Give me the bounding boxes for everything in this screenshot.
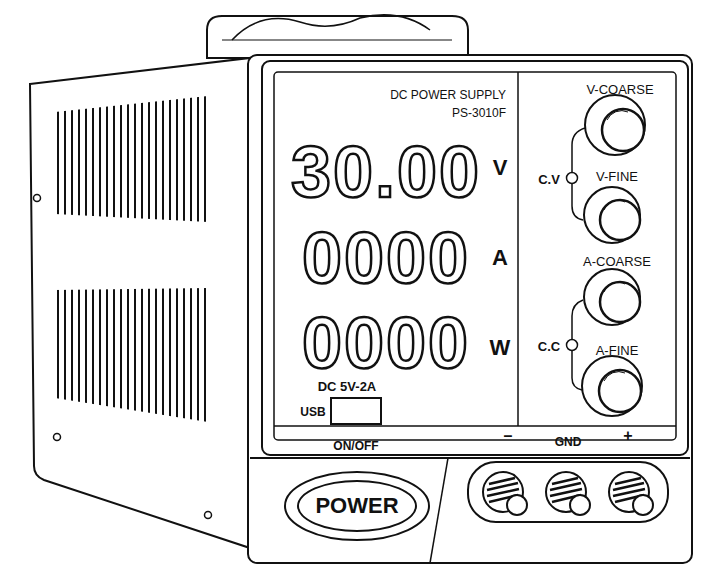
display-window: [274, 72, 676, 440]
divider: [250, 457, 690, 459]
port-label: USB: [300, 406, 325, 418]
mode-label: C.V: [538, 173, 560, 186]
indicator-led: [567, 340, 578, 351]
button-ring: [285, 472, 429, 540]
terminal-label: +: [623, 428, 632, 444]
unit-label: W: [490, 337, 511, 359]
control-knob: [584, 187, 640, 243]
control-knob: [584, 269, 640, 325]
screw: [205, 512, 212, 519]
knob-label: V-FINE: [596, 170, 638, 183]
power-readout: 0000: [302, 307, 470, 379]
screw: [54, 434, 61, 441]
switch-label: ON/OFF: [333, 440, 378, 452]
binding-post: [609, 472, 653, 515]
control-knob: [582, 356, 642, 416]
knob-label: A-COARSE: [583, 255, 651, 268]
usb-port: [331, 398, 381, 424]
unit-label: A: [492, 247, 508, 269]
binding-post: [483, 472, 527, 515]
knob-label: V-COARSE: [586, 83, 653, 96]
vent-slots: [55, 96, 208, 222]
power-button: POWER: [297, 480, 417, 532]
usb-rating: DC 5V-2A: [318, 380, 377, 393]
vent-slots: [55, 288, 208, 422]
terminal-label: –: [504, 428, 513, 444]
mode-label: C.C: [538, 340, 560, 353]
carry-handle: [207, 16, 468, 58]
front-panel: [248, 55, 692, 563]
button-label: POWER: [315, 495, 398, 517]
handle-detail: [232, 15, 430, 40]
binding-post: [546, 472, 590, 515]
divider: [274, 425, 676, 427]
control-knob: [585, 95, 645, 155]
model-number: PS-3010F: [452, 107, 506, 119]
indicator-led: [567, 173, 578, 184]
terminal-block: [468, 462, 668, 522]
screw: [34, 195, 41, 202]
panel-title: DC POWER SUPPLY: [390, 89, 506, 101]
display-bezel: [262, 61, 688, 455]
divider: [430, 458, 448, 563]
divider: [517, 72, 519, 426]
side-panel: [30, 58, 250, 548]
terminal-label: GND: [555, 436, 582, 448]
knob-label: A-FINE: [596, 344, 639, 357]
voltage-readout: 30.00: [291, 136, 481, 208]
current-readout: 0000: [302, 222, 470, 294]
unit-label: V: [493, 157, 508, 179]
